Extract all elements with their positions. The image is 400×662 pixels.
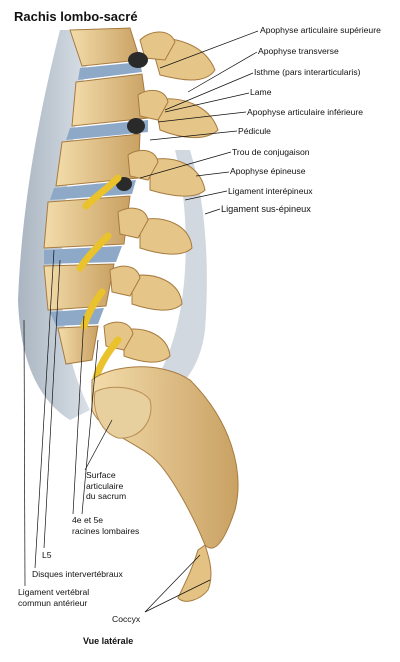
spinous-process <box>139 218 193 255</box>
intervertebral-disc <box>44 246 122 264</box>
spinous-process <box>123 328 171 363</box>
label-line: 4e et 5e <box>72 515 104 525</box>
articular-process <box>127 149 159 181</box>
label-racines-lombaires: 4e et 5e racines lombaires <box>72 515 139 536</box>
label-apophyse-articulaire-superieure: Apophyse articulaire supérieure <box>260 25 381 35</box>
leader-lines-bottom <box>23 249 211 613</box>
label-line: Surface <box>86 470 116 480</box>
spinous-process <box>131 274 183 311</box>
label-ligament-vertebral: Ligament vertébral commun antérieur <box>18 587 89 608</box>
posterior-elements <box>103 31 219 363</box>
articular-process <box>117 207 149 239</box>
label-line: du sacrum <box>86 491 127 501</box>
figure-caption: Vue latérale <box>83 636 134 646</box>
page-title: Rachis lombo-sacré <box>14 9 138 24</box>
label-line: articulaire <box>86 480 124 491</box>
label-apophyse-articulaire-inferieure: Apophyse articulaire inférieure <box>247 107 364 117</box>
label-isthme: Isthme (pars interarticularis) <box>254 67 361 77</box>
label-ligament-sus-epineux: Ligament sus-épineux <box>221 204 311 214</box>
leader-lines-right <box>139 30 259 215</box>
intervertebral-disc <box>78 62 142 80</box>
label-ligament-interepineux: Ligament interépineux <box>228 186 313 196</box>
spinous-process <box>154 98 219 139</box>
nerve-root <box>76 232 112 272</box>
nerve-root <box>80 288 106 330</box>
nerve-root <box>82 174 122 210</box>
label-disques-intervertebraux: Disques intervertébraux <box>32 569 123 579</box>
supraspinous-ligament <box>150 150 207 400</box>
label-apophyse-transverse: Apophyse transverse <box>258 46 339 56</box>
label-pedicule: Pédicule <box>238 126 271 136</box>
label-trou-de-conjugaison: Trou de conjugaison <box>232 147 310 157</box>
articular-process <box>109 265 141 297</box>
label-surface-articulaire: Surface articulaire du sacrum <box>86 470 126 502</box>
articular-process <box>139 31 176 61</box>
coccyx <box>177 544 212 602</box>
intervertebral-foramina <box>116 52 148 191</box>
label-lame: Lame <box>250 87 272 97</box>
sacral-surface <box>93 386 152 439</box>
label-line: commun antérieur <box>18 597 88 608</box>
label-line: Ligament vertébral <box>18 587 90 597</box>
nerve-roots <box>76 174 122 382</box>
label-l5: L5 <box>42 550 52 560</box>
label-line: racines lombaires <box>72 525 140 536</box>
nerve-root <box>92 336 122 382</box>
articular-process <box>137 89 169 121</box>
label-coccyx: Coccyx <box>112 614 141 624</box>
spinous-process <box>149 158 206 197</box>
label-apophyse-epineuse: Apophyse épineuse <box>230 166 306 176</box>
